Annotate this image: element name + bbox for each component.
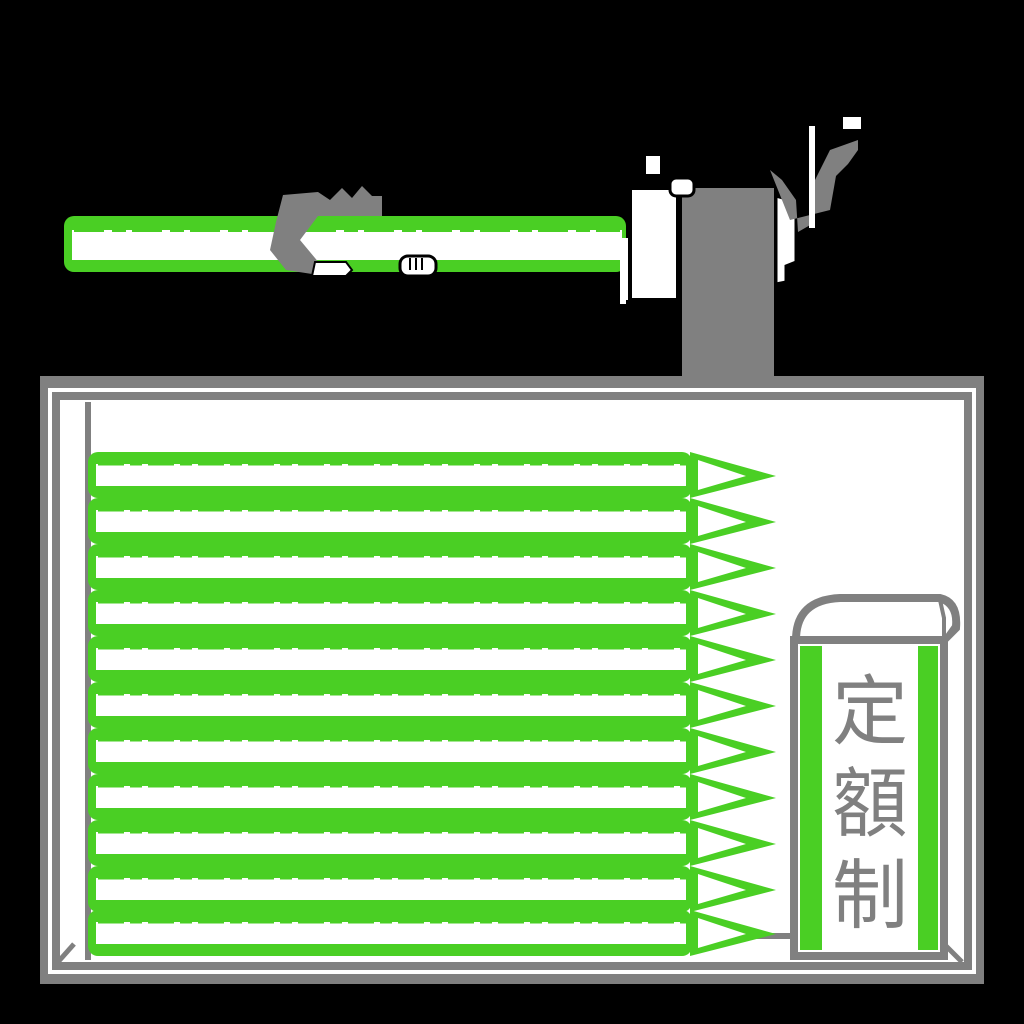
pencil — [88, 820, 776, 866]
fixed-rate-label-tag: 定 額 制 — [790, 594, 961, 960]
pencil — [88, 498, 776, 544]
pencil — [88, 910, 776, 956]
pencil — [88, 728, 776, 774]
pencil-sharpener — [620, 115, 863, 388]
pencil — [88, 590, 776, 636]
pencil — [88, 682, 776, 728]
pencil — [88, 774, 776, 820]
label-char-3: 制 — [832, 851, 908, 940]
person-figure — [270, 186, 438, 382]
pencil — [88, 636, 776, 682]
pencil — [88, 866, 776, 912]
label-char-1: 定 — [832, 667, 908, 756]
pencil-stack — [88, 452, 776, 956]
pencil — [88, 452, 776, 498]
top-scene — [64, 115, 863, 388]
label-char-2: 額 — [832, 759, 908, 848]
pencil — [88, 544, 776, 590]
carried-pencil — [64, 216, 626, 272]
